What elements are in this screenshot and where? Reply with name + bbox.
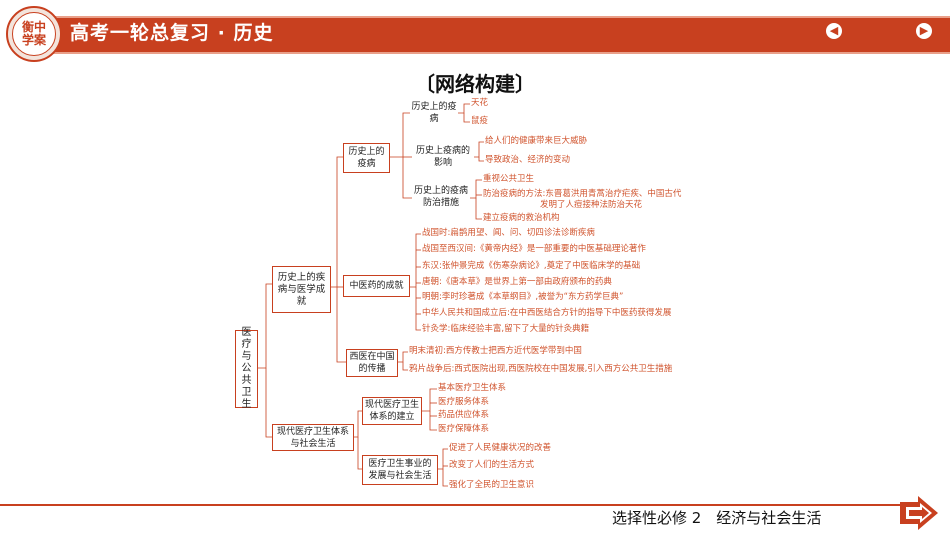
impact-item: 导致政治、经济的变动 — [485, 155, 571, 165]
tcm-item: 唐朝:《唐本草》是世界上第一部由政府颁布的药典 — [422, 277, 612, 287]
section-heading: 〔网络构建〕 — [415, 72, 535, 96]
system-item: 医疗服务体系 — [438, 397, 490, 407]
chevron-right-icon[interactable]: ▶ — [916, 23, 932, 39]
tcm-item: 针灸学:临床经验丰富,留下了大量的针灸典籍 — [422, 324, 590, 334]
disease-sub2-node: 历史上疫病的影响 — [415, 146, 470, 168]
footer-divider — [0, 504, 900, 506]
chevron-left-icon[interactable]: ◀ — [826, 23, 842, 39]
disease-node: 历史上的疫病 — [343, 143, 390, 173]
footer-course-label: 选择性必修 2 经济与社会生活 — [612, 509, 822, 527]
tcm-item: 战国至西汉间:《黄帝内经》是一部重要的中医基础理论著作 — [422, 244, 646, 254]
impact-item: 给人们的健康带来巨大威胁 — [485, 136, 588, 146]
measure-item: 发明了人痘接种法防治天花 — [540, 200, 643, 210]
disease-sub3-node: 历史上的疫病防治措施 — [413, 186, 468, 208]
measure-item: 防治疫病的方法:东晋葛洪用青蒿治疗疟疾、中国古代 — [483, 189, 682, 199]
tcm-item: 东汉:张仲景完成《伤寒杂病论》,奠定了中医临床学的基础 — [422, 261, 641, 271]
logo: 衡中学案 — [6, 6, 62, 62]
system-item: 药品供应体系 — [438, 410, 490, 420]
footer-bar: 选择性必修 2 经济与社会生活 — [0, 496, 950, 535]
logo-text: 衡中学案 — [21, 20, 46, 47]
social-item: 改变了人们的生活方式 — [449, 460, 535, 470]
arrow-right-icon[interactable] — [898, 496, 940, 531]
system-node: 现代医疗卫生体系的建立 — [362, 397, 422, 425]
tcm-item: 明朝:李时珍著成《本草纲目》,被誉为“东方药学巨典” — [422, 292, 624, 302]
title-bar — [28, 16, 950, 54]
root-node: 医疗与公共卫生 — [235, 327, 258, 410]
social-item: 强化了全民的卫生意识 — [449, 480, 535, 490]
social-item: 促进了人民健康状况的改善 — [449, 443, 552, 453]
header-bar: 衡中学案 高考一轮总复习 · 历史 ◀ ▶ — [0, 0, 950, 66]
measure-item: 重视公共卫生 — [483, 174, 535, 184]
system-item: 基本医疗卫生体系 — [438, 383, 507, 393]
western-item: 明末清初:西方传教士把西方近代医学带到中国 — [409, 346, 582, 356]
branch2-node: 现代医疗卫生体系与社会生活 — [272, 424, 354, 451]
tcm-item: 战国时:扁鹊用望、闻、问、切四诊法诊断疾病 — [422, 228, 595, 238]
western-item: 鸦片战争后:西式医院出现,西医院校在中国发展,引入西方公共卫生措施 — [409, 364, 673, 374]
tcm-node: 中医药的成就 — [343, 275, 410, 297]
disease-item: 天花 — [471, 98, 489, 108]
measure-item: 建立疫病的救治机构 — [483, 213, 560, 223]
western-node: 西医在中国的传播 — [346, 349, 398, 377]
disease-item: 鼠疫 — [471, 116, 489, 126]
impact-node: 医疗卫生事业的发展与社会生活 — [362, 455, 438, 485]
disease-sub1-node: 历史上的疫病 — [411, 102, 457, 124]
branch1-node: 历史上的疾病与医学成就 — [272, 266, 331, 313]
page-title: 高考一轮总复习 · 历史 — [70, 22, 274, 44]
tcm-item: 中华人民共和国成立后:在中西医结合方针的指导下中医药获得发展 — [422, 308, 672, 318]
system-item: 医疗保障体系 — [438, 424, 490, 434]
